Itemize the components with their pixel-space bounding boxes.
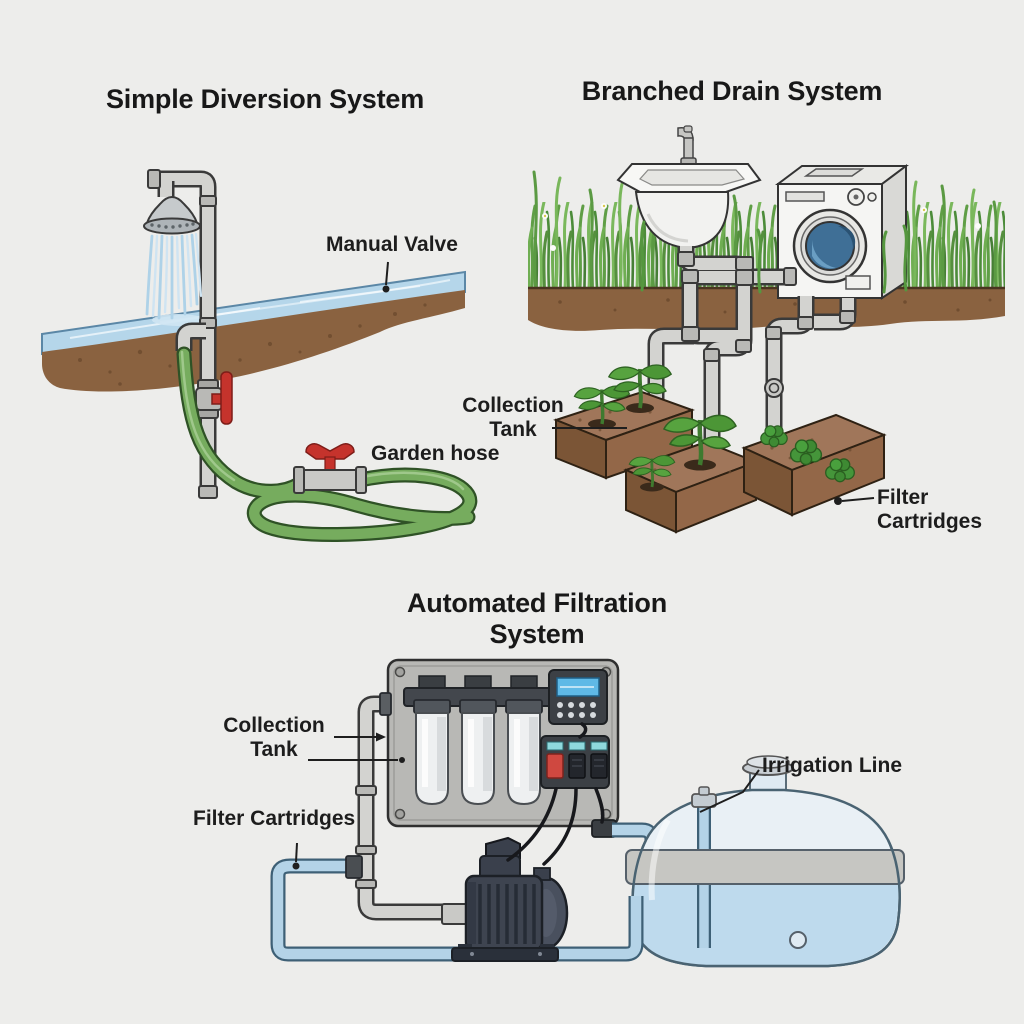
leader-manual-valve (382, 261, 390, 293)
tank-water (633, 872, 899, 965)
filter-hatch (845, 275, 871, 290)
leader-filter-cartridges-auto (292, 842, 300, 870)
branched-drain-illustration (528, 125, 1005, 534)
title-simple-diversion: Simple Diversion System (105, 84, 425, 114)
washer-door (792, 208, 868, 284)
leader-collection-tank-auto (308, 732, 405, 763)
controller-unit (548, 669, 608, 725)
red-switch (546, 753, 564, 779)
faucet-icon (677, 125, 697, 167)
label-garden-hose: Garden hose (371, 442, 500, 465)
indicator-light (546, 741, 564, 751)
label-filter-cartridges-auto: Filter Cartridges (193, 807, 356, 830)
label-manual-valve: Manual Valve (326, 233, 458, 256)
switch-panel (540, 735, 610, 789)
filter-housing-2 (459, 699, 497, 806)
plant (760, 425, 788, 448)
leader-irrigation-line (699, 769, 760, 813)
top-lid (803, 168, 865, 177)
sink (616, 125, 762, 250)
front-grass-blades (640, 220, 908, 294)
water-spray (145, 232, 203, 320)
label-collection-tank-auto: Collection Tank (223, 714, 325, 761)
filter-housing-1 (413, 699, 451, 806)
irrigation-fitting (691, 793, 717, 808)
washing-machine (775, 164, 909, 300)
controller-buttons (557, 702, 596, 718)
valve-handle (220, 371, 233, 425)
tank-drain (789, 931, 807, 949)
hose-spigot (293, 443, 367, 494)
tank-band (625, 849, 905, 885)
simple-diversion-illustration (41, 169, 470, 535)
label-filter-cartridges-branched: Filter Cartridges (877, 486, 983, 533)
pump-base (451, 947, 559, 962)
label-irrigation-line: Irrigation Line (762, 754, 903, 777)
title-automated-filtration: Automated Filtration System (407, 588, 667, 649)
pump (441, 836, 569, 962)
supply-pipe-gray (355, 692, 452, 912)
planter-bed-2 (623, 415, 759, 534)
planter-bed-3 (741, 413, 887, 517)
automated-filtration-illustration (278, 658, 905, 968)
pipe-union (764, 378, 784, 398)
garden-hose (182, 352, 470, 535)
indicator-light (568, 741, 586, 751)
pump-body (464, 874, 544, 952)
leader-filter-cartridges-branched (834, 497, 875, 505)
title-branched-drain: Branched Drain System (581, 76, 883, 106)
spigot-handle (305, 443, 355, 460)
cables (506, 722, 605, 866)
storage-tank (625, 755, 905, 968)
filter-housing-3 (505, 699, 543, 806)
soil-band (528, 286, 1005, 331)
tee-fitting (345, 855, 363, 879)
shower-head-icon (143, 195, 201, 235)
indicator-light (590, 741, 608, 751)
shutoff-valve (195, 371, 233, 425)
return-pipe-blue (278, 855, 636, 954)
label-collection-tank-branched: Collection Tank (462, 394, 564, 441)
drain-pipe-network (656, 246, 855, 456)
detergent-drawer (785, 191, 825, 202)
